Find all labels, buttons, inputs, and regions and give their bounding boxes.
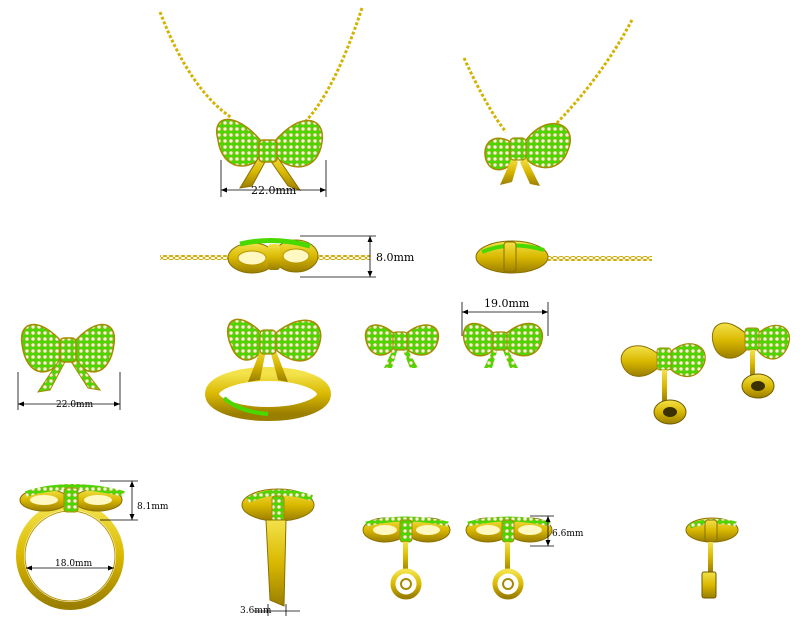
ring-bow-width-label: 22.0mm (56, 400, 94, 410)
ring-side-view: 3.6mm (240, 488, 315, 616)
side-bow (227, 237, 319, 274)
necklace-side-view: 8.0mm (160, 235, 415, 278)
necklace-bow-pendant (215, 118, 324, 191)
ring-bow-top-view: 22.0mm (17, 323, 121, 410)
pendant-height-label: 8.0mm (376, 251, 415, 264)
ring-front-view: 8.1mm 18.0mm (16, 480, 169, 610)
earring-right (711, 322, 791, 399)
earring-side-profile (685, 517, 739, 599)
earring-front-view-dimensioned: 19.0mm (461, 297, 549, 368)
necklace-end-view (475, 240, 652, 274)
earring-front-view (364, 324, 440, 368)
earring-back-view (362, 516, 451, 600)
pendant-width-dimension: 22.0mm (220, 160, 327, 197)
earring-width-dimension: 19.0mm (461, 297, 549, 336)
earring-height-dimension: 6.6mm (530, 515, 584, 547)
earring-back-view-dimensioned: 6.6mm (465, 515, 584, 600)
ring-bow-width-dimension: 22.0mm (17, 372, 121, 410)
necklace-bow-pendant-angled (484, 122, 571, 186)
pendant-height-dimension: 8.0mm (300, 235, 415, 278)
necklace-chain-right (548, 19, 634, 132)
necklace-chain-right (303, 7, 364, 124)
chain-segment (548, 256, 652, 261)
pendant-width-label: 22.0mm (251, 184, 297, 197)
earring-pair-perspective (620, 322, 791, 425)
chain-segment (310, 255, 370, 260)
earring-width-label: 19.0mm (484, 297, 530, 310)
earring-left (620, 343, 706, 425)
ring-inner-diameter-dimension: 18.0mm (26, 559, 114, 571)
necklace-chain-left (462, 57, 508, 133)
ring-inner-diameter-label: 18.0mm (55, 559, 93, 569)
ring-band-width-label: 3.6mm (240, 606, 272, 616)
necklace-chain-left (158, 11, 233, 120)
ring-bow-height-dimension: 8.1mm (100, 480, 169, 521)
necklace-angle-view (462, 19, 634, 186)
earring-height-label: 6.6mm (552, 529, 584, 539)
necklace-front-view: 22.0mm (158, 7, 364, 197)
ring-bow-height-label: 8.1mm (137, 502, 169, 512)
chain-segment (160, 255, 232, 260)
ring-perspective-view (205, 318, 331, 421)
ring-band-width-dimension: 3.6mm (240, 604, 300, 616)
